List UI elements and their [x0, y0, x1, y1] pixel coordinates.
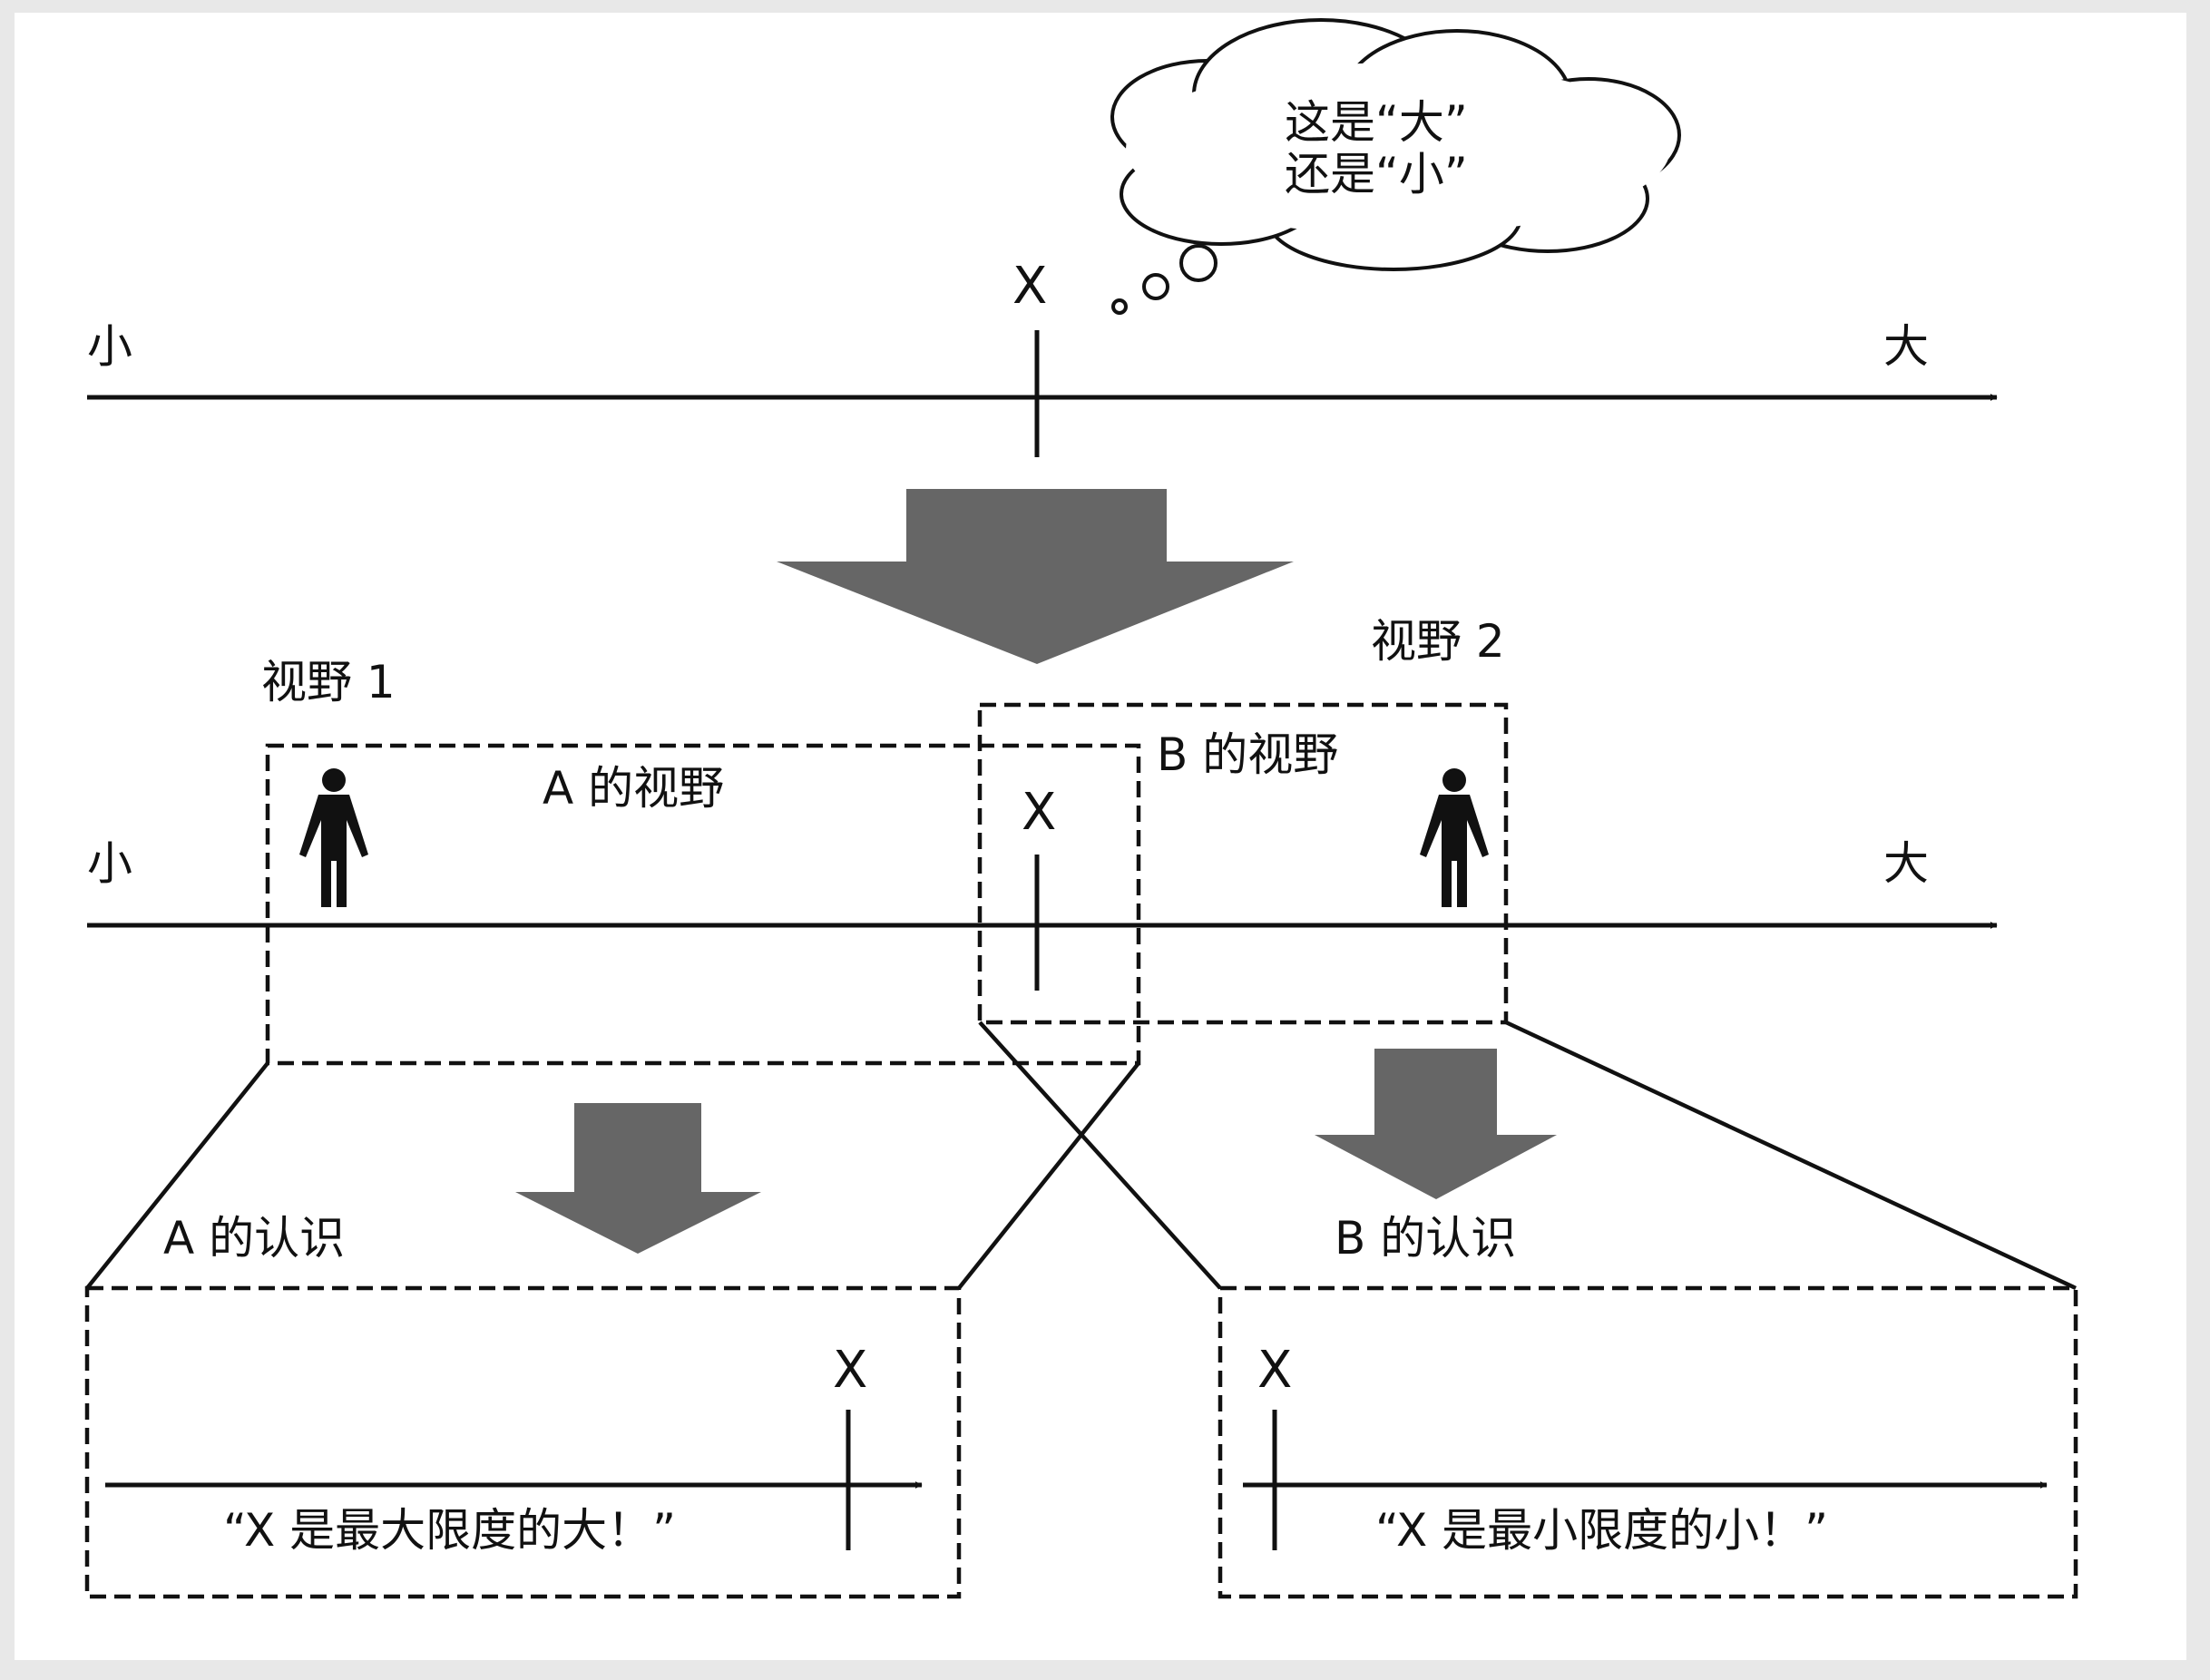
- b-field-of-view-box: [977, 702, 1509, 1025]
- thought-cloud-icon: 这是“大” 还是“小”: [1110, 18, 1681, 315]
- thought-line-1: 这是“大”: [1285, 96, 1468, 149]
- b-recognition: B 的认识 X “X 是最小限度的小！”: [1217, 1212, 2078, 1599]
- top-scale-small-label: 小: [87, 320, 132, 373]
- b-view-label: B 的视野: [1157, 728, 1338, 781]
- middle-scale: 视野 1 视野 2 A 的视野 B 的视野 小 大 X: [87, 615, 1998, 1066]
- field-of-view-1-label: 视野 1: [261, 656, 396, 708]
- b-recognition-quote: “X 是最小限度的小！”: [1375, 1504, 1828, 1557]
- a-view-label: A 的视野: [543, 762, 724, 815]
- a-field-of-view-box: [265, 743, 1141, 1066]
- diagram-canvas: 这是“大” 还是“小” 小 大 X 视野 1 视野 2 A 的视野 B 的视野 …: [84, 18, 2078, 1599]
- a-recognition-title: A 的认识: [163, 1212, 345, 1265]
- a-recognition-x-label: X: [833, 1341, 867, 1400]
- diagram-panel: 这是“大” 还是“小” 小 大 X 视野 1 视野 2 A 的视野 B 的视野 …: [15, 13, 2186, 1660]
- person-a-icon: [299, 768, 368, 907]
- middle-scale-large-label: 大: [1883, 837, 1929, 890]
- b-recognition-x-label: X: [1257, 1341, 1292, 1400]
- middle-scale-x-label: X: [1022, 783, 1056, 842]
- down-arrow-icon: [515, 1103, 761, 1254]
- top-scale: 小 大 X: [87, 257, 1998, 457]
- a-recognition-box: [84, 1285, 962, 1599]
- top-scale-large-label: 大: [1883, 320, 1929, 373]
- b-recognition-title: B 的认识: [1335, 1212, 1516, 1265]
- middle-scale-small-label: 小: [87, 837, 132, 890]
- zoom-connectors: [85, 1020, 2077, 1291]
- top-scale-x-label: X: [1012, 257, 1047, 316]
- a-recognition-quote: “X 是最大限度的大！”: [223, 1504, 676, 1557]
- a-recognition: A 的认识 X “X 是最大限度的大！”: [84, 1212, 962, 1599]
- thought-line-2: 还是“小”: [1285, 148, 1468, 200]
- person-b-icon: [1420, 768, 1489, 907]
- down-arrow-icon: [1315, 1049, 1557, 1199]
- b-recognition-box: [1217, 1285, 2078, 1599]
- field-of-view-2-label: 视野 2: [1371, 615, 1505, 668]
- down-arrow-icon: [777, 489, 1294, 664]
